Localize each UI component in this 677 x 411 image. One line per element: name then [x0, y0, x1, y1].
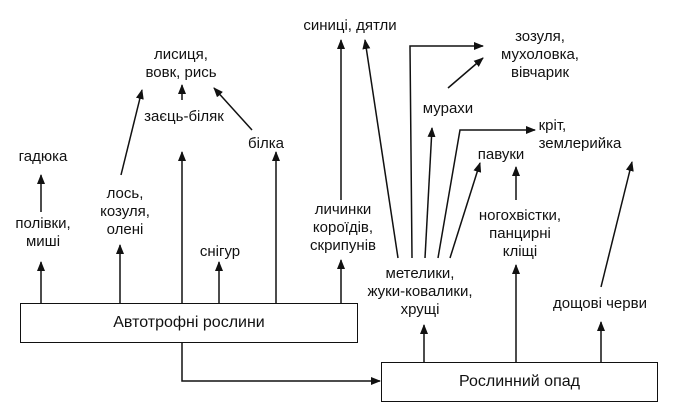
node-hare: заєць-біляк [144, 108, 224, 126]
arrow-squirrel-predators [213, 87, 253, 131]
node-butterflies: метелики,жуки-ковалики,хрущі [367, 265, 472, 319]
label-line: вовк, рись [145, 64, 217, 81]
arrow-butterflies-tits [362, 39, 399, 259]
node-tits: синиці, дятли [303, 17, 396, 35]
node-ants: мурахи [423, 100, 473, 118]
label-line: дощові черви [553, 295, 647, 312]
label-line: жуки-ковалики, [367, 283, 473, 300]
node-earthworms: дощові черви [553, 295, 647, 313]
arrow-butterflies-spiders [449, 162, 482, 259]
label-line: снігур [199, 243, 241, 260]
node-predators: лисиця,вовк, рись [145, 46, 216, 82]
arrow-butterflies-cuckoo [409, 42, 484, 259]
label-line: білка [248, 135, 284, 152]
label-line: лось, [106, 185, 144, 202]
node-cuckoo: зозуля,мухоловка,вівчарик [501, 28, 579, 82]
label-line: олені [106, 221, 144, 238]
autotrophs-box: Автотрофні рослини [20, 303, 358, 343]
label-line: хрущі [400, 301, 440, 318]
label-line: кріт, [538, 117, 567, 134]
label-line: мурахи [422, 100, 474, 117]
label-line: павуки [477, 146, 525, 163]
label-line: панцирні [489, 225, 551, 242]
label-line: вівчарик [510, 64, 570, 81]
label-line: метелики, [385, 265, 455, 282]
label-line: козуля, [100, 203, 150, 220]
arrow-earthworms-mole [600, 161, 634, 288]
label-line: личинки [314, 201, 372, 218]
node-spiders: павуки [478, 146, 525, 164]
arrow-ungulates-predators [120, 89, 144, 176]
node-ungulates: лось,козуля,олені [100, 185, 150, 239]
node-voles: полівки,миші [15, 215, 70, 251]
label-line: землерийка [538, 135, 622, 152]
label-line: лисиця, [154, 46, 208, 63]
label-line: ногохвістки, [478, 207, 562, 224]
label-line: миші [25, 233, 61, 250]
label-line: короїдів, [312, 219, 374, 236]
node-squirrel: білка [248, 135, 284, 153]
litter-box: Рослинний опад [381, 362, 658, 402]
label-line: гадюка [18, 148, 68, 165]
label-line: скрипунів [310, 237, 376, 254]
arrow-butterflies-mole [437, 126, 536, 259]
arrow-ants-cuckoo [447, 57, 484, 89]
label-line: зозуля, [515, 28, 565, 45]
arrow-butterflies-ants [424, 127, 436, 259]
label-line: заєць-біляк [144, 108, 224, 125]
label-line: синиці, дятли [303, 17, 397, 34]
node-adder: гадюка [19, 148, 68, 166]
label-line: мухоловка, [501, 46, 579, 63]
arrow-plants-litter [181, 342, 381, 385]
label-line: кліщі [502, 243, 538, 260]
label-line: полівки, [15, 215, 71, 232]
node-mole: кріт,землерийка [539, 117, 622, 153]
node-bullfinch: снігур [200, 243, 240, 261]
